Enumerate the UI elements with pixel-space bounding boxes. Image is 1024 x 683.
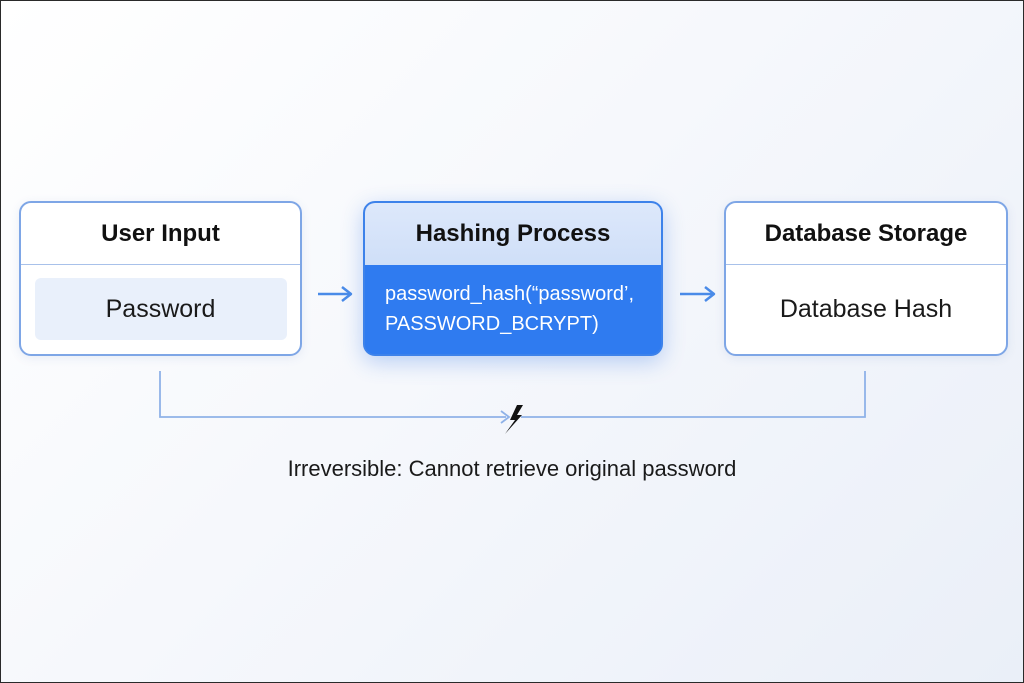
broken-link-icon — [505, 405, 523, 434]
node-user-input: User Input Password — [19, 201, 302, 356]
arrow-input-to-hashing — [318, 286, 353, 302]
arrow-hashing-to-database — [680, 286, 716, 302]
password-field: Password — [34, 278, 287, 340]
node-database-storage: Database Storage Database Hash — [724, 201, 1008, 356]
database-hash-label: Database Hash — [779, 294, 953, 323]
node-title: User Input — [21, 203, 300, 265]
irreversible-note: Irreversible: Cannot retrieve original p… — [287, 456, 737, 481]
node-hashing-process: Hashing Process password_hash(“password’… — [363, 201, 663, 356]
code-line-1: password_hash(“password’, — [385, 283, 635, 305]
code-line-2: PASSWORD_BCRYPT) — [385, 313, 599, 335]
node-title: Hashing Process — [365, 203, 661, 265]
irreversible-return-line — [159, 371, 866, 424]
node-title: Database Storage — [726, 203, 1006, 265]
